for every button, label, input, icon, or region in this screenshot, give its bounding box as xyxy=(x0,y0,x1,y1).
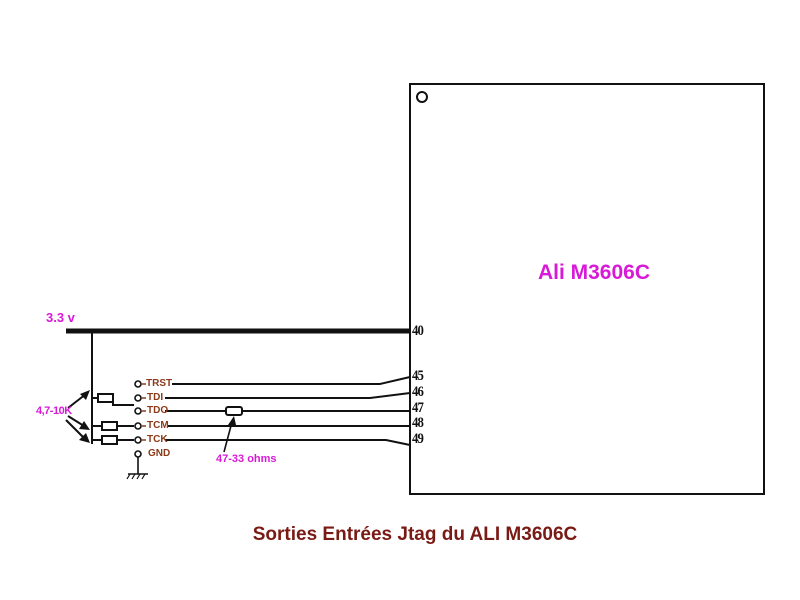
pin1-indicator-icon xyxy=(416,91,428,103)
pin-number-40: 40 xyxy=(412,323,424,339)
diagram-caption: Sorties Entrées Jtag du ALI M3606C xyxy=(252,524,578,545)
pin-number-46: 46 xyxy=(412,384,424,400)
jtag-label-tdo: TDO xyxy=(147,405,169,416)
jtag-pin-tcm xyxy=(134,422,142,430)
jtag-label-tcm: TCM xyxy=(147,420,169,431)
jtag-label-gnd: GND xyxy=(148,448,171,459)
jtag-pin-tdo xyxy=(134,407,142,415)
jtag-pin-tck xyxy=(134,436,142,444)
pullup-resistor-tdi xyxy=(97,393,114,403)
jtag-pin-trst xyxy=(134,380,142,388)
pullup-resistor-annotation: 4,7-10K xyxy=(36,405,72,417)
series-resistor-annotation: 47-33 ohms xyxy=(216,453,277,465)
jtag-pin-gnd xyxy=(134,450,142,458)
chip-ali-m3606c: Ali M3606C xyxy=(409,83,765,495)
pin-number-49: 49 xyxy=(412,431,424,447)
pin-number-45: 45 xyxy=(412,368,424,384)
pullup-resistor-tck xyxy=(101,435,118,445)
jtag-label-tdi: TDI xyxy=(147,392,164,403)
chip-name-label: Ali M3606C xyxy=(537,261,651,284)
trace-tck xyxy=(165,439,411,446)
trace-trst xyxy=(172,376,411,385)
trace-tdi xyxy=(165,392,411,399)
power-rail-label: 3.3 v xyxy=(46,310,75,325)
pullup-resistor-tcm xyxy=(101,421,118,431)
pin-number-47: 47 xyxy=(412,400,424,416)
jtag-pin-tdi xyxy=(134,394,142,402)
pin-number-48: 48 xyxy=(412,415,424,431)
jtag-label-trst: TRST xyxy=(146,378,173,389)
series-resistor xyxy=(225,406,243,416)
jtag-label-tck: TCK xyxy=(147,434,168,445)
